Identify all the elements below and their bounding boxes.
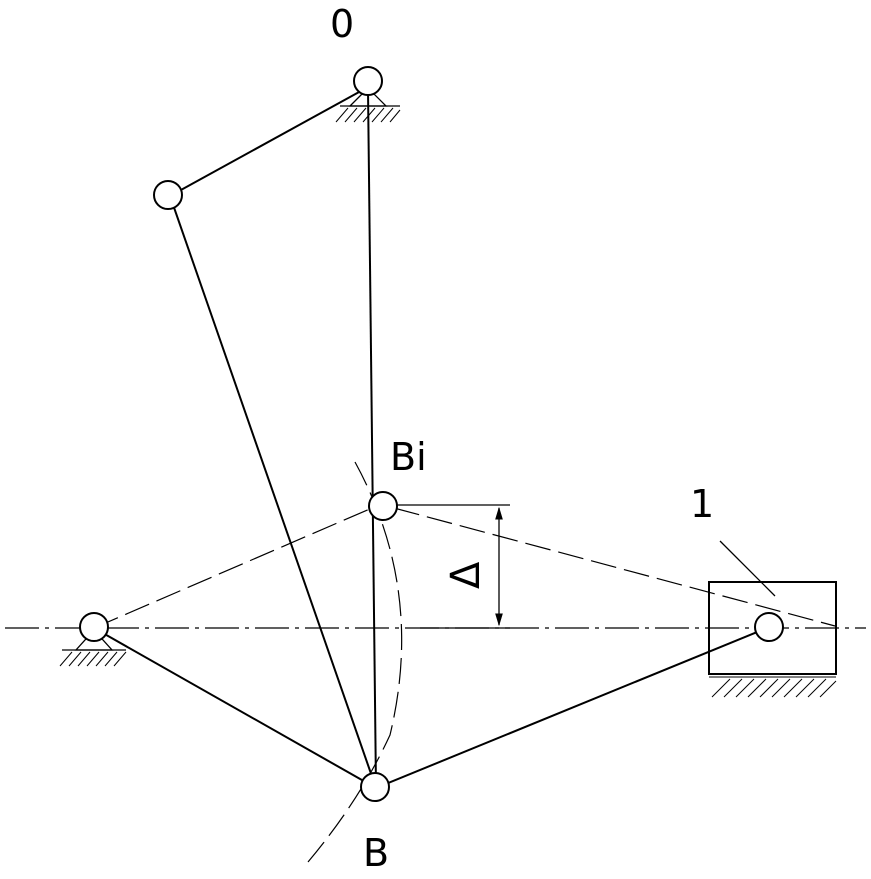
dashed-link-left-bi [93, 507, 373, 629]
top-pivot-support [335, 87, 401, 123]
label-slider: 1 [690, 482, 714, 526]
slider-block [708, 581, 837, 675]
joint-left-ground [79, 612, 109, 642]
slider-ground-hatch [709, 676, 837, 698]
joint-left-upper [153, 180, 183, 210]
dashed-link-bi-slider [393, 507, 836, 627]
joint-bi [368, 491, 398, 521]
left-pivot-support [59, 629, 127, 667]
trajectory-arc [307, 461, 403, 863]
joint-top-pivot [353, 66, 383, 96]
joint-slider [754, 612, 784, 642]
label-pivot-top: 0 [330, 2, 354, 46]
label-delta: Δ [443, 561, 489, 589]
label-bi: Bi [390, 435, 427, 479]
label-b: B [363, 831, 389, 874]
link-b-slider [375, 627, 768, 789]
slider-leader-line [719, 540, 776, 597]
link-top-left [169, 85, 371, 197]
link-left-b [169, 195, 377, 789]
joint-b [360, 772, 390, 802]
link-vertical-b [367, 89, 377, 789]
link-ground-b [93, 627, 377, 789]
